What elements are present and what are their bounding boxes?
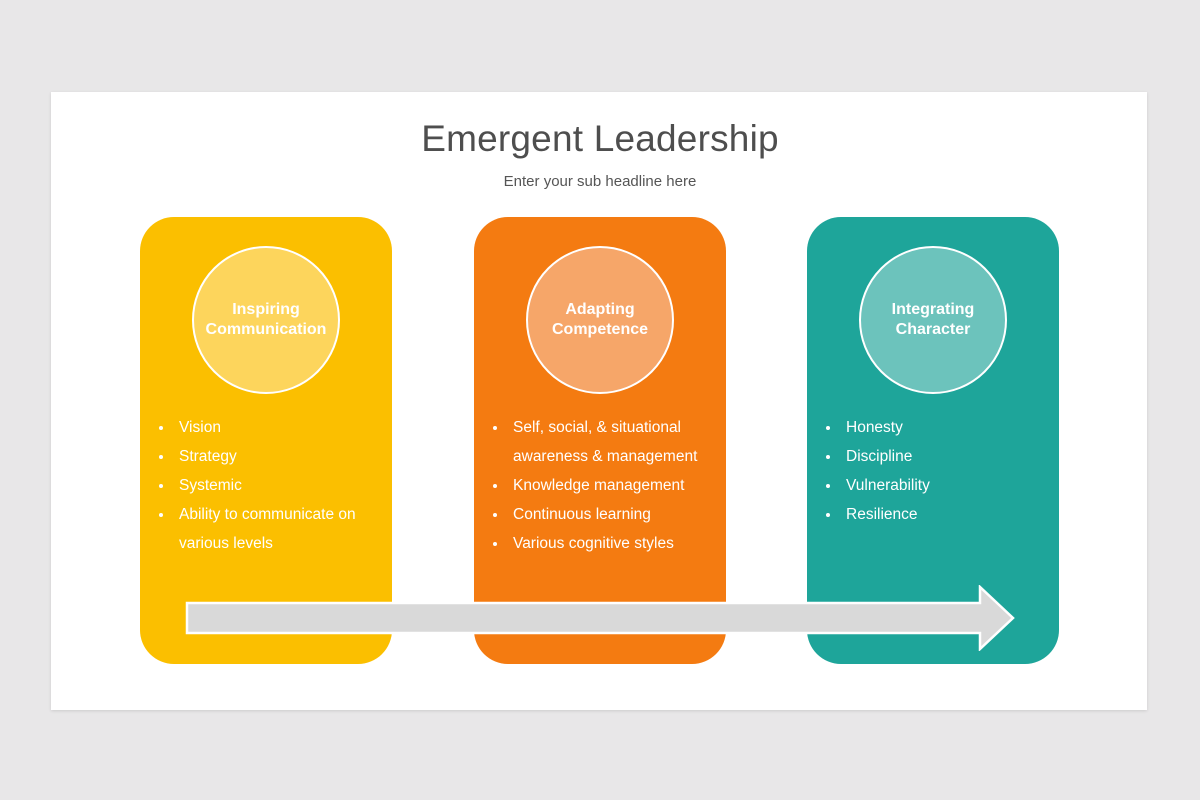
bullet-item: Continuous learning (492, 500, 722, 529)
card-heading-line: Character (895, 321, 971, 338)
bullet-item: Resilience (825, 500, 1055, 529)
card-heading-line: Adapting (565, 301, 635, 318)
card-heading: Adapting Competence (552, 300, 648, 340)
bullet-item: Ability to communicate on various levels (158, 500, 388, 558)
bullet-list: Self, social, & situational awareness & … (492, 413, 722, 558)
bullet-item: Vulnerability (825, 471, 1055, 500)
card-heading: Integrating Character (892, 300, 975, 340)
card-heading-line: Integrating (891, 301, 975, 318)
bullet-item: Vision (158, 413, 388, 442)
card-adapting-competence: Adapting Competence Self, social, & situ… (474, 217, 726, 664)
bullet-item: Honesty (825, 413, 1055, 442)
bullet-item: Various cognitive styles (492, 529, 722, 558)
card-heading-line: Communication (205, 321, 327, 338)
card-heading-circle: Adapting Competence (526, 246, 674, 394)
bullet-list: Honesty Discipline Vulnerability Resilie… (825, 413, 1055, 529)
bullet-item: Systemic (158, 471, 388, 500)
bullet-item: Knowledge management (492, 471, 722, 500)
card-heading-circle: Inspiring Communication (192, 246, 340, 394)
bullet-item: Discipline (825, 442, 1055, 471)
sub-headline: Enter your sub headline here (503, 173, 697, 190)
progress-arrow-icon (185, 585, 1015, 651)
card-heading-line: Inspiring (232, 301, 300, 318)
card-integrating-character: Integrating Character Honesty Discipline… (807, 217, 1059, 664)
card-inspiring-communication: Inspiring Communication Vision Strategy … (140, 217, 392, 664)
page-title: Emergent Leadership (421, 118, 779, 159)
bullet-item: Strategy (158, 442, 388, 471)
arrow-shape (185, 585, 1015, 651)
bullet-list: Vision Strategy Systemic Ability to comm… (158, 413, 388, 558)
card-heading-circle: Integrating Character (859, 246, 1007, 394)
card-heading: Inspiring Communication (206, 300, 327, 340)
bullet-item: Self, social, & situational awareness & … (492, 413, 722, 471)
card-heading-line: Competence (551, 321, 649, 338)
